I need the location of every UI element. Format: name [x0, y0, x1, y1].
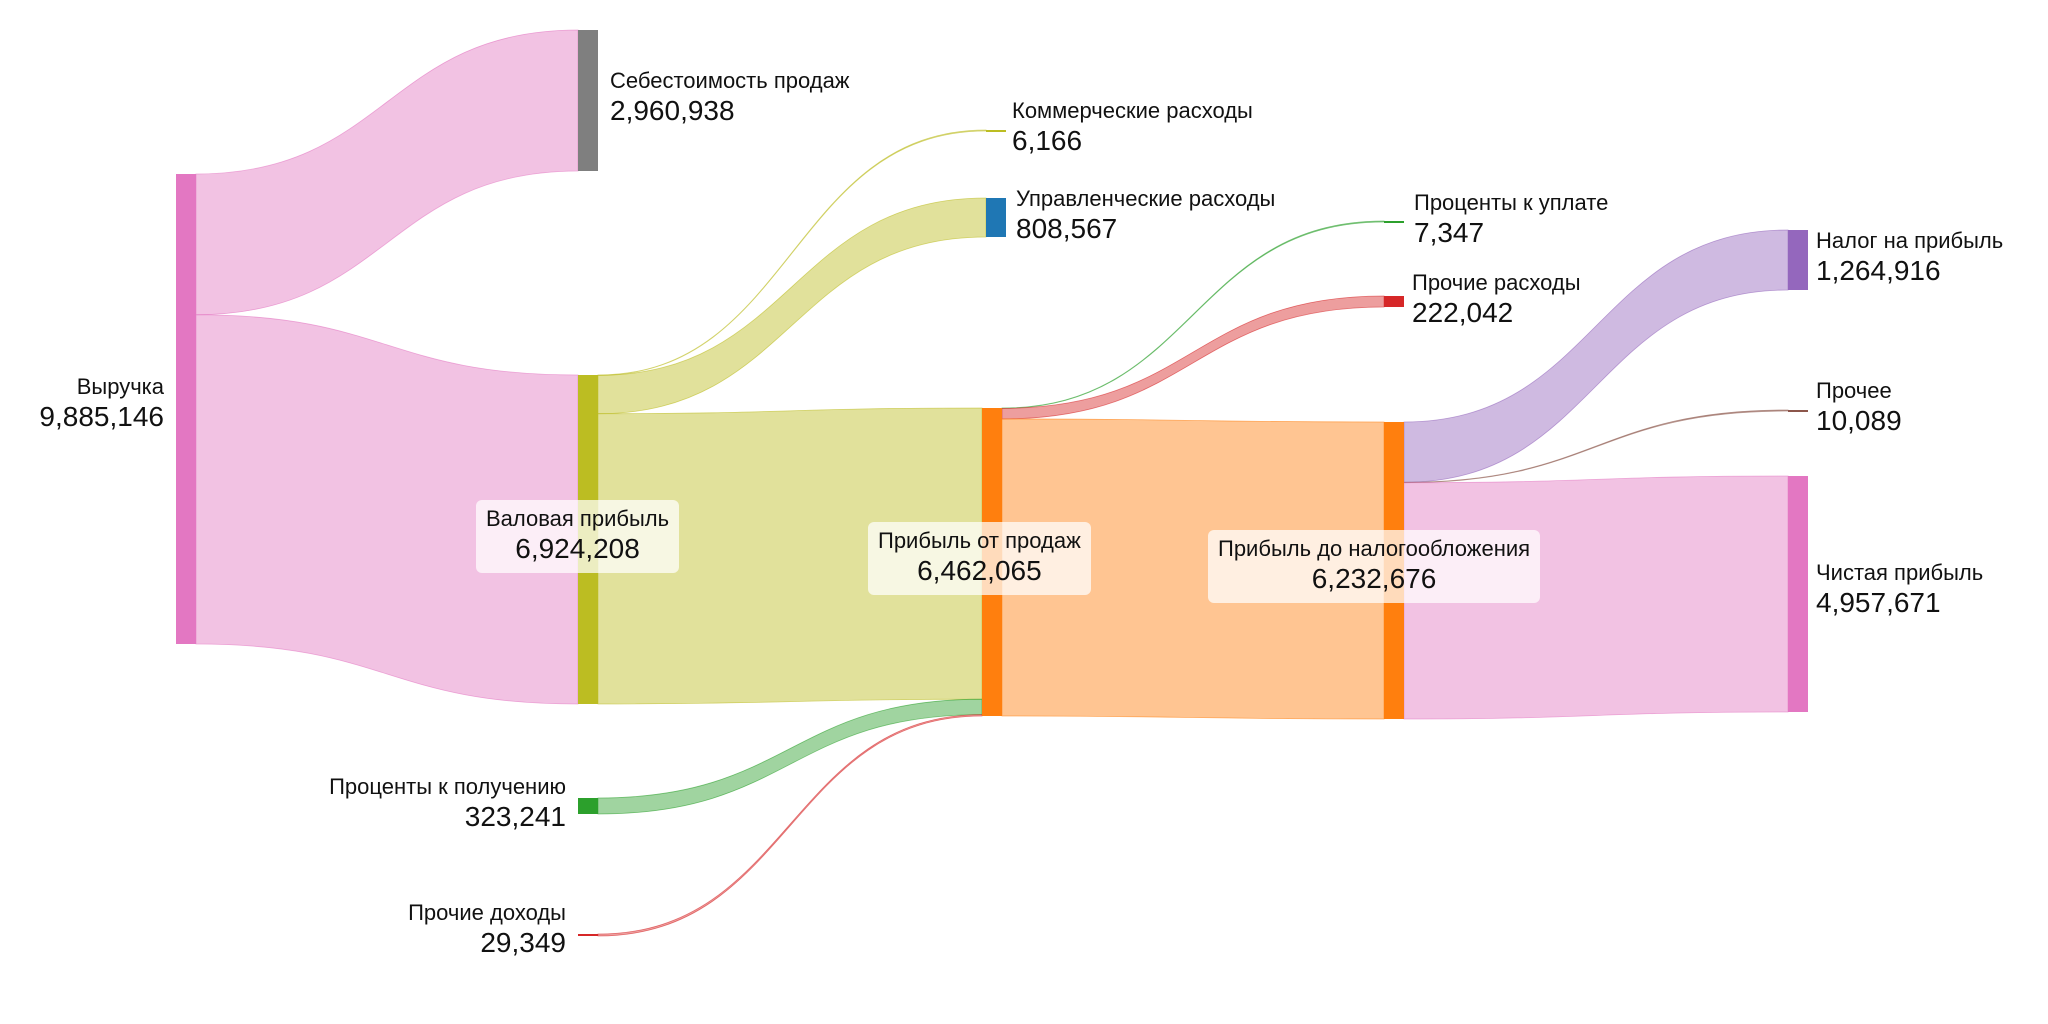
node-label-selling-expenses: Коммерческие расходы 6,166: [1012, 98, 1253, 157]
node-value: 10,089: [1816, 404, 1902, 436]
link-interest_income-to-operating_profit: [597, 698, 983, 815]
node-bar-income_tax: [1788, 230, 1808, 290]
node-label-admin-expenses: Управленческие расходы 808,567: [1016, 186, 1275, 245]
node-name: Валовая прибыль: [486, 506, 670, 531]
node-bar-cost_of_sales: [578, 30, 598, 171]
link-operating_profit-to-interest_payable: [1001, 220, 1385, 409]
node-value: 6,462,065: [917, 554, 1042, 586]
link-revenue-to-cost_of_sales: [195, 29, 579, 316]
node-value: 2,960,938: [610, 94, 735, 126]
node-name: Выручка: [76, 374, 164, 399]
node-name: Проценты к уплате: [1414, 190, 1609, 215]
node-name: Управленческие расходы: [1016, 186, 1276, 211]
node-label-cost-of-sales: Себестоимость продаж 2,960,938: [610, 68, 850, 127]
node-label-gross-profit: Валовая прибыль 6,924,208: [476, 500, 680, 573]
node-bar-other: [1788, 410, 1808, 412]
node-value: 1,264,916: [1816, 254, 1941, 286]
node-value: 6,232,676: [1311, 562, 1437, 594]
node-value: 7,347: [1414, 216, 1485, 248]
node-label-income-tax: Налог на прибыль 1,264,916: [1816, 228, 2003, 287]
node-name: Проценты к получению: [329, 774, 566, 799]
node-value: 9,885,146: [39, 400, 164, 432]
node-label-pretax-profit: Прибыль до налогообложения 6,232,676: [1208, 530, 1541, 603]
link-pretax_profit-to-income_tax: [1403, 229, 1789, 483]
node-label-interest-payable: Проценты к уплате 7,347: [1414, 190, 1608, 249]
node-bar-selling_expenses: [986, 130, 1006, 132]
node-label-other-income: Прочие доходы 29,349: [408, 900, 566, 959]
node-label-net-profit: Чистая прибыль 4,957,671: [1816, 560, 1983, 619]
node-bar-other_income: [578, 934, 598, 936]
node-value: 6,166: [1012, 124, 1083, 156]
link-gross_profit-to-admin_expenses: [597, 197, 987, 415]
node-value: 4,957,671: [1816, 586, 1941, 618]
node-label-other: Прочее 10,089: [1816, 378, 1902, 437]
node-bar-other_expenses: [1384, 296, 1404, 307]
node-name: Прибыль до налогообложения: [1218, 536, 1531, 561]
node-bar-interest_payable: [1384, 221, 1404, 223]
node-name: Чистая прибыль: [1816, 560, 1984, 585]
node-name: Прочее: [1816, 378, 1892, 403]
node-label-operating-profit: Прибыль от продаж 6,462,065: [868, 522, 1091, 595]
node-label-interest-income: Проценты к получению 323,241: [329, 774, 566, 833]
node-bar-admin_expenses: [986, 198, 1006, 237]
node-name: Прочие расходы: [1412, 270, 1581, 295]
link-gross_profit-to-selling_expenses: [597, 129, 987, 376]
node-label-revenue: Выручка 9,885,146: [39, 374, 164, 433]
node-value: 808,567: [1016, 212, 1118, 244]
node-value: 323,241: [464, 800, 566, 832]
node-value: 222,042: [1412, 296, 1514, 328]
node-bar-interest_income: [578, 798, 598, 814]
node-bar-revenue: [176, 174, 196, 644]
sankey-nodes: [176, 30, 1808, 936]
node-name: Себестоимость продаж: [610, 68, 850, 93]
node-label-other-expenses: Прочие расходы 222,042: [1412, 270, 1581, 329]
node-value: 6,924,208: [515, 532, 640, 564]
node-name: Налог на прибыль: [1816, 228, 2004, 253]
sankey-links: [195, 29, 1789, 937]
link-other_income-to-operating_profit: [597, 714, 983, 937]
node-name: Прибыль от продаж: [878, 528, 1081, 553]
node-value: 29,349: [480, 926, 566, 958]
node-bar-net_profit: [1788, 476, 1808, 712]
node-name: Коммерческие расходы: [1012, 98, 1253, 123]
node-name: Прочие доходы: [408, 900, 566, 925]
